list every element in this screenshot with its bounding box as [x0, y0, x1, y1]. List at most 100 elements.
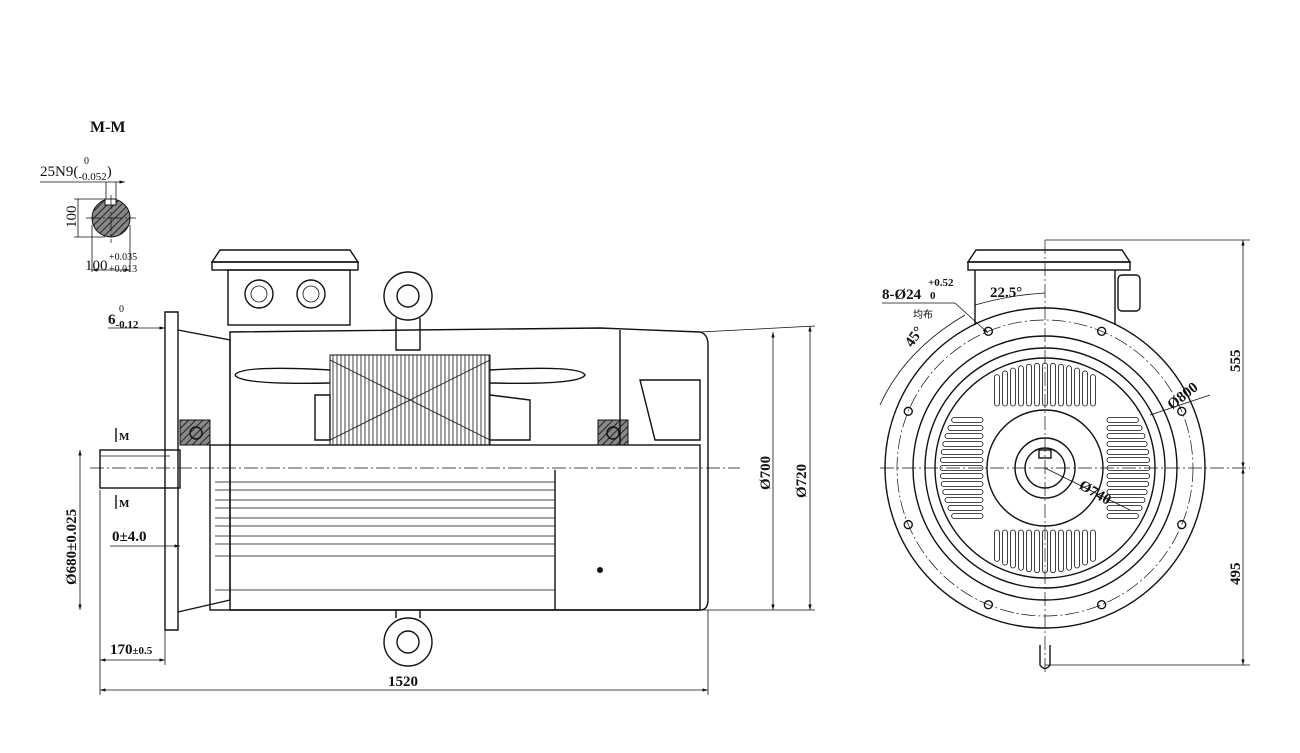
mounting-holes — [903, 326, 1187, 610]
fan-slot — [1050, 362, 1056, 407]
fan-slot — [994, 529, 1000, 562]
fan-slot — [1106, 497, 1146, 503]
fan-slot — [1106, 505, 1143, 511]
front-terminal-box-lid — [967, 261, 1131, 271]
fan-slot — [994, 374, 1000, 407]
shaft-length-dim: 170±0.5 — [110, 642, 153, 658]
fan-slot — [1106, 473, 1151, 479]
fan-slot — [1106, 465, 1151, 471]
fan-slot — [947, 505, 984, 511]
section-title: M-M — [90, 119, 126, 136]
fan-slot — [1026, 363, 1032, 407]
fan-slot — [1058, 529, 1064, 573]
fan-slot — [1106, 449, 1150, 455]
fan-slot — [1082, 529, 1088, 566]
holes-lower-tol: 0 — [930, 290, 936, 302]
holes-upper-tol: +0.52 — [928, 277, 954, 289]
fan-slot — [944, 433, 984, 439]
section-m-m: M-M 25N9(-0.052) 0 100 100 +0.035 +0.013 — [40, 119, 137, 275]
mounting-hole — [903, 406, 913, 417]
fan-slot — [944, 497, 984, 503]
fan-slot — [1082, 370, 1088, 407]
cooling-fins — [215, 481, 555, 591]
fan-slot — [1066, 365, 1072, 407]
fan-slot — [1106, 417, 1139, 423]
cover-diameter-dim: Ø720 — [794, 464, 810, 498]
side-view: 6-0.12 0 M M Ø680±0.025 0±4.0 170±0.5 15… — [64, 249, 816, 695]
fan-slot — [1090, 529, 1096, 562]
fan-slot — [942, 441, 984, 447]
fan-slot — [939, 465, 984, 471]
fan-slot — [942, 489, 984, 495]
fan-slot — [1106, 513, 1139, 519]
fan-slot — [940, 481, 984, 487]
fan-slot — [1106, 457, 1151, 463]
height-top-dim: 555 — [1228, 350, 1244, 373]
fan-slot — [940, 449, 984, 455]
front-bearing — [179, 419, 211, 446]
fan-slot — [939, 473, 984, 479]
fan-slot — [1034, 362, 1040, 407]
holes-dim: 8-Ø24 — [882, 287, 922, 303]
fan-slot — [1050, 529, 1056, 574]
terminal-box-lid — [211, 261, 359, 271]
mounting-hole — [1177, 519, 1187, 530]
section-mark-bottom: M — [119, 498, 130, 510]
terminal-box — [227, 269, 351, 326]
shaft-end — [1014, 437, 1076, 499]
section-height: 100 — [64, 206, 80, 229]
fan-slot — [1066, 529, 1072, 571]
fan-slot — [1090, 374, 1096, 407]
pitch-circle — [896, 319, 1194, 617]
fan-slot — [1074, 367, 1080, 407]
fan-slot — [951, 417, 984, 423]
flange — [164, 311, 179, 631]
cable-gland — [1117, 274, 1141, 312]
angle-45: 45° — [902, 324, 927, 350]
fan-slot — [939, 457, 984, 463]
overall-length-dim: 1520 — [388, 674, 418, 690]
rear-bearing — [597, 419, 629, 446]
fan-slot — [1026, 529, 1032, 573]
section-mark-top: M — [119, 431, 130, 443]
fan-slot — [1018, 365, 1024, 407]
lifting-eye-bottom — [383, 610, 433, 667]
fan-slot — [947, 425, 984, 431]
fan-slot — [1018, 529, 1024, 571]
fan-slot — [1010, 367, 1016, 407]
keyway — [104, 198, 117, 206]
spigot-diameter: Ø680±0.025 — [64, 509, 80, 585]
flange-thickness-upper: 0 — [119, 304, 124, 315]
mounting-hole — [1096, 326, 1107, 336]
fan-slot — [1034, 529, 1040, 574]
fan-slot — [1106, 441, 1148, 447]
fan-slot — [1106, 433, 1146, 439]
mounting-hole — [1177, 406, 1187, 417]
mounting-hole — [903, 519, 913, 530]
diameter-upper-tol: +0.035 — [109, 252, 137, 263]
front-view: 8-Ø24 +0.52 0 均布 22.5° 45° Ø800 Ø740 555… — [879, 239, 1250, 675]
holes-note: 均布 — [913, 309, 933, 321]
angle-22-5: 22.5° — [990, 285, 1022, 301]
fan-slot — [1010, 529, 1016, 569]
mounting-hole — [983, 600, 994, 610]
fan-slot — [951, 513, 984, 519]
fan-slot — [1042, 362, 1048, 407]
fan-slot — [1002, 370, 1008, 407]
height-bottom-dim: 495 — [1228, 563, 1244, 586]
keyway-upper-tol: 0 — [84, 156, 89, 167]
shaft — [99, 449, 181, 489]
fan-slot — [1074, 529, 1080, 569]
fan-grille — [939, 362, 1151, 574]
fan-slot — [1058, 363, 1064, 407]
fan-slot — [1106, 489, 1148, 495]
keyway-label: 25N9(-0.052) — [40, 164, 112, 183]
lifting-eye-top — [383, 271, 433, 351]
fan-slot — [1106, 425, 1143, 431]
diameter-lower-tol: +0.013 — [109, 264, 137, 275]
mounting-hole — [1096, 600, 1107, 610]
body-diameter-dim: Ø700 — [758, 456, 774, 490]
offset-dim: 0±4.0 — [112, 529, 146, 545]
